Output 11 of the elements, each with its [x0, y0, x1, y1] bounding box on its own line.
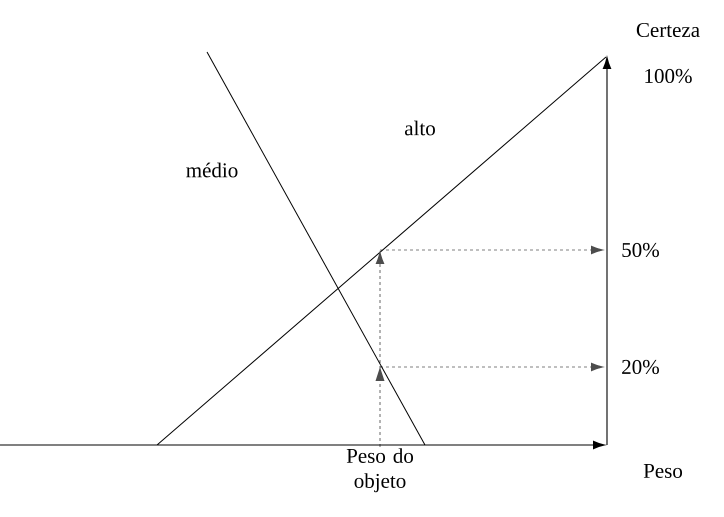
- tick-label: 100%: [645, 68, 692, 84]
- axis-title: Peso: [644, 464, 682, 478]
- axis-title: Certeza: [636, 22, 700, 38]
- dashed-arrow: [380, 362, 604, 372]
- curve-label: médio: [186, 162, 238, 178]
- axis-label: 50%: [622, 242, 659, 258]
- curve-label: alto: [405, 120, 435, 136]
- dashed-arrow: [380, 246, 604, 254]
- dashed-arrow: [376, 251, 384, 448]
- axis-label: Peso do objeto: [346, 448, 414, 492]
- axis-label: 20%: [622, 360, 659, 374]
